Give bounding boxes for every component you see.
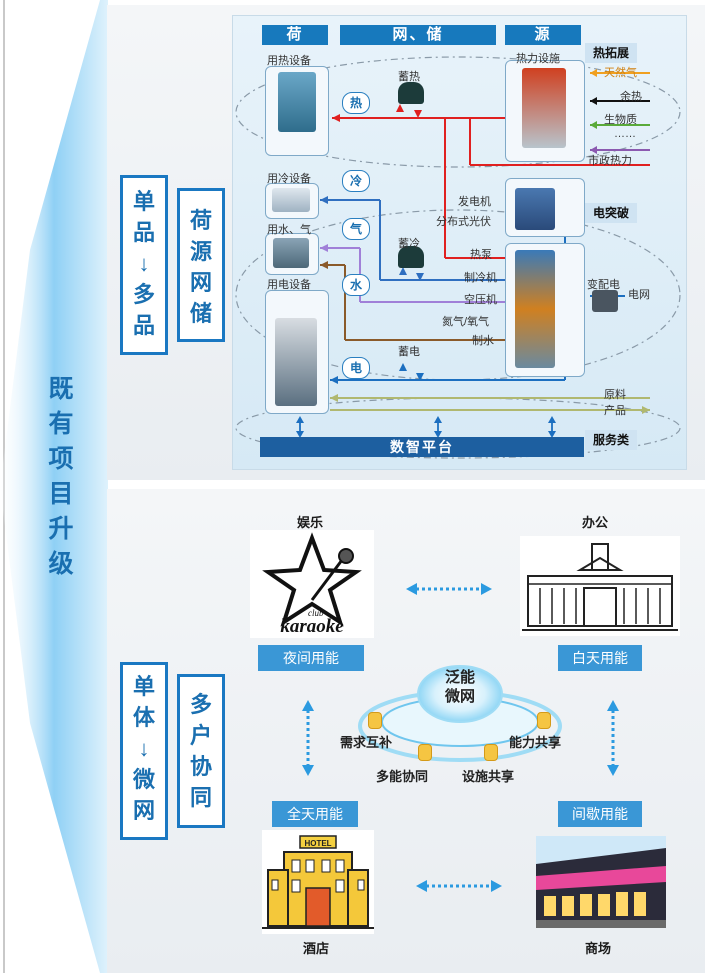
karaoke-text: karaoke (280, 616, 344, 637)
service-badge: 服务类 (585, 430, 638, 450)
single-to-microgrid-box: 单体↓微网 (120, 662, 168, 840)
water-circle: 水 (342, 274, 370, 296)
nitrogen-oxygen-label: 氮气/氧气 (442, 316, 490, 328)
water-gas-label: 用水、气 (267, 224, 311, 236)
upgrade-arrow (0, 0, 108, 973)
heat-storage-tank (398, 82, 424, 104)
microgrid-hub-graphic (358, 665, 562, 762)
water-making-label: 制水 (472, 335, 494, 347)
header-source: 源 (505, 25, 581, 45)
pv-label: 分布式光伏 (436, 216, 491, 228)
capacity-node (537, 712, 551, 729)
karaoke-image: club karaoke (250, 530, 374, 638)
chiller-label: 制冷机 (464, 272, 497, 284)
side-title: 既有项 目升级 (48, 375, 74, 578)
cool-circle: 冷 (342, 170, 370, 192)
hotel-title: 酒店 (302, 941, 329, 956)
waste-heat-label: 余热 (620, 91, 642, 103)
power-equipment-image (275, 318, 317, 406)
mall-image (536, 836, 666, 928)
power-circle: 电 (342, 357, 370, 379)
night-use-label: 夜间用能 (258, 645, 364, 671)
entertainment-title: 娱乐 (296, 515, 323, 530)
center-title: 泛能微网 (444, 669, 475, 705)
cold-storage-label: 蓄冷 (398, 238, 420, 250)
heat-pump-label: 热泵 (470, 249, 492, 261)
heat-source-image (522, 68, 566, 148)
biomass-label: 生物质 (604, 114, 637, 126)
transformer-image (592, 290, 618, 312)
cool-equipment-label: 用冷设备 (267, 173, 311, 185)
grid-label: 电网 (628, 289, 650, 301)
mall-title: 商场 (584, 941, 611, 956)
heat-equipment-image (278, 72, 316, 132)
air-compressor-label: 空压机 (464, 294, 497, 306)
demand-node (368, 712, 382, 729)
municipal-heat-label: 市政热力 (588, 155, 632, 167)
right-vertical-arrow (607, 700, 619, 776)
generator-label: 发电机 (458, 196, 491, 208)
facility-share-label: 设施共享 (462, 769, 515, 784)
heat-circle: 热 (342, 92, 370, 114)
power-equipment-label: 用电设备 (267, 279, 311, 291)
office-title: 办公 (581, 515, 608, 530)
header-load: 荷 (262, 25, 328, 45)
bottom-exchange-arrow (414, 878, 504, 894)
karaoke-club-text: club (308, 608, 324, 618)
hotel-sign-text: HOTEL (304, 839, 331, 848)
cold-storage-tank (398, 246, 424, 268)
dots-label: …… (614, 128, 636, 140)
power-breakthrough-badge: 电突破 (585, 203, 638, 223)
transformer-label: 变配电 (587, 279, 620, 291)
raw-material-label: 原料 (604, 389, 626, 401)
demand-complement-label: 需求互补 (340, 735, 393, 750)
allday-use-label: 全天用能 (272, 801, 358, 827)
natural-gas-label: 天然气 (604, 67, 637, 79)
product-label: 产品 (604, 405, 626, 417)
multi-energy-label: 多能协同 (376, 769, 429, 784)
day-use-label: 白天用能 (558, 645, 642, 671)
top-exchange-arrow (404, 581, 494, 597)
capacity-share-label: 能力共享 (509, 735, 562, 750)
water-gas-image (273, 238, 309, 268)
heat-source-label: 热力设施 (516, 53, 560, 65)
multi-household-box: 多户协同 (177, 674, 225, 828)
generation-image (515, 188, 555, 230)
digital-platform-bar: 数智平台 (260, 437, 584, 457)
gas-circle: 气 (342, 218, 370, 240)
heat-expansion-badge: 热拓展 (585, 43, 638, 63)
cool-equipment-image (272, 188, 310, 212)
header-grid-storage: 网、储 (340, 25, 496, 45)
single-to-multi-product-box: 单品↓多品 (120, 175, 168, 355)
left-vertical-arrow (302, 700, 314, 776)
heat-equipment-label: 用热设备 (267, 55, 311, 67)
hotel-image: HOTEL (262, 830, 374, 934)
multi-energy-node (418, 744, 432, 761)
load-source-grid-storage-box: 荷源网储 (177, 188, 225, 342)
intermittent-use-label: 间歇用能 (558, 801, 642, 827)
power-storage-label: 蓄电 (398, 346, 420, 358)
diagram-flows (235, 56, 681, 459)
conversion-image (515, 250, 555, 368)
facility-node (484, 744, 498, 761)
office-building-image (520, 536, 680, 636)
heat-storage-label: 蓄热 (398, 71, 420, 83)
